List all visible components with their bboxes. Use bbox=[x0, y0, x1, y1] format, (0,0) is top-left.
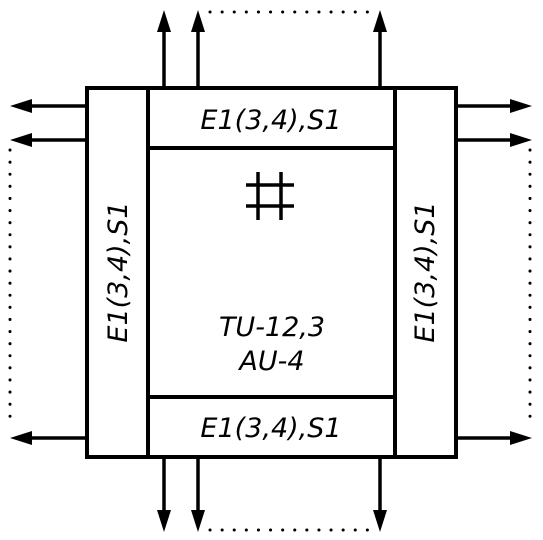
left-arrow-1 bbox=[10, 99, 86, 113]
left-arrow-3 bbox=[10, 431, 86, 445]
top-arrow-1 bbox=[157, 10, 171, 88]
main-box bbox=[85, 86, 458, 459]
top-arrow-3 bbox=[373, 10, 387, 88]
right-arrow-2 bbox=[456, 133, 532, 147]
bottom-band-label: E1(3,4),S1 bbox=[200, 413, 341, 444]
outer-frame bbox=[85, 86, 458, 459]
left-arrow-2 bbox=[10, 133, 86, 147]
bottom-arrow-3 bbox=[373, 458, 387, 532]
top-arrow-2 bbox=[191, 10, 205, 88]
bottom-arrow-2 bbox=[191, 458, 205, 532]
right-band-label: E1(3,4),S1 bbox=[410, 201, 441, 342]
right-arrow-3 bbox=[456, 431, 532, 445]
right-arrow-1 bbox=[456, 99, 532, 113]
arrows bbox=[10, 10, 532, 532]
hash-symbol-icon bbox=[246, 172, 294, 220]
left-band-label: E1(3,4),S1 bbox=[103, 201, 134, 342]
dotted-loops bbox=[8, 10, 532, 532]
bottom-arrow-1 bbox=[157, 458, 171, 532]
center-label-line2: AU-4 bbox=[237, 346, 304, 377]
top-band-label: E1(3,4),S1 bbox=[200, 105, 341, 136]
center-label-line1: TU-12,3 bbox=[219, 312, 325, 343]
